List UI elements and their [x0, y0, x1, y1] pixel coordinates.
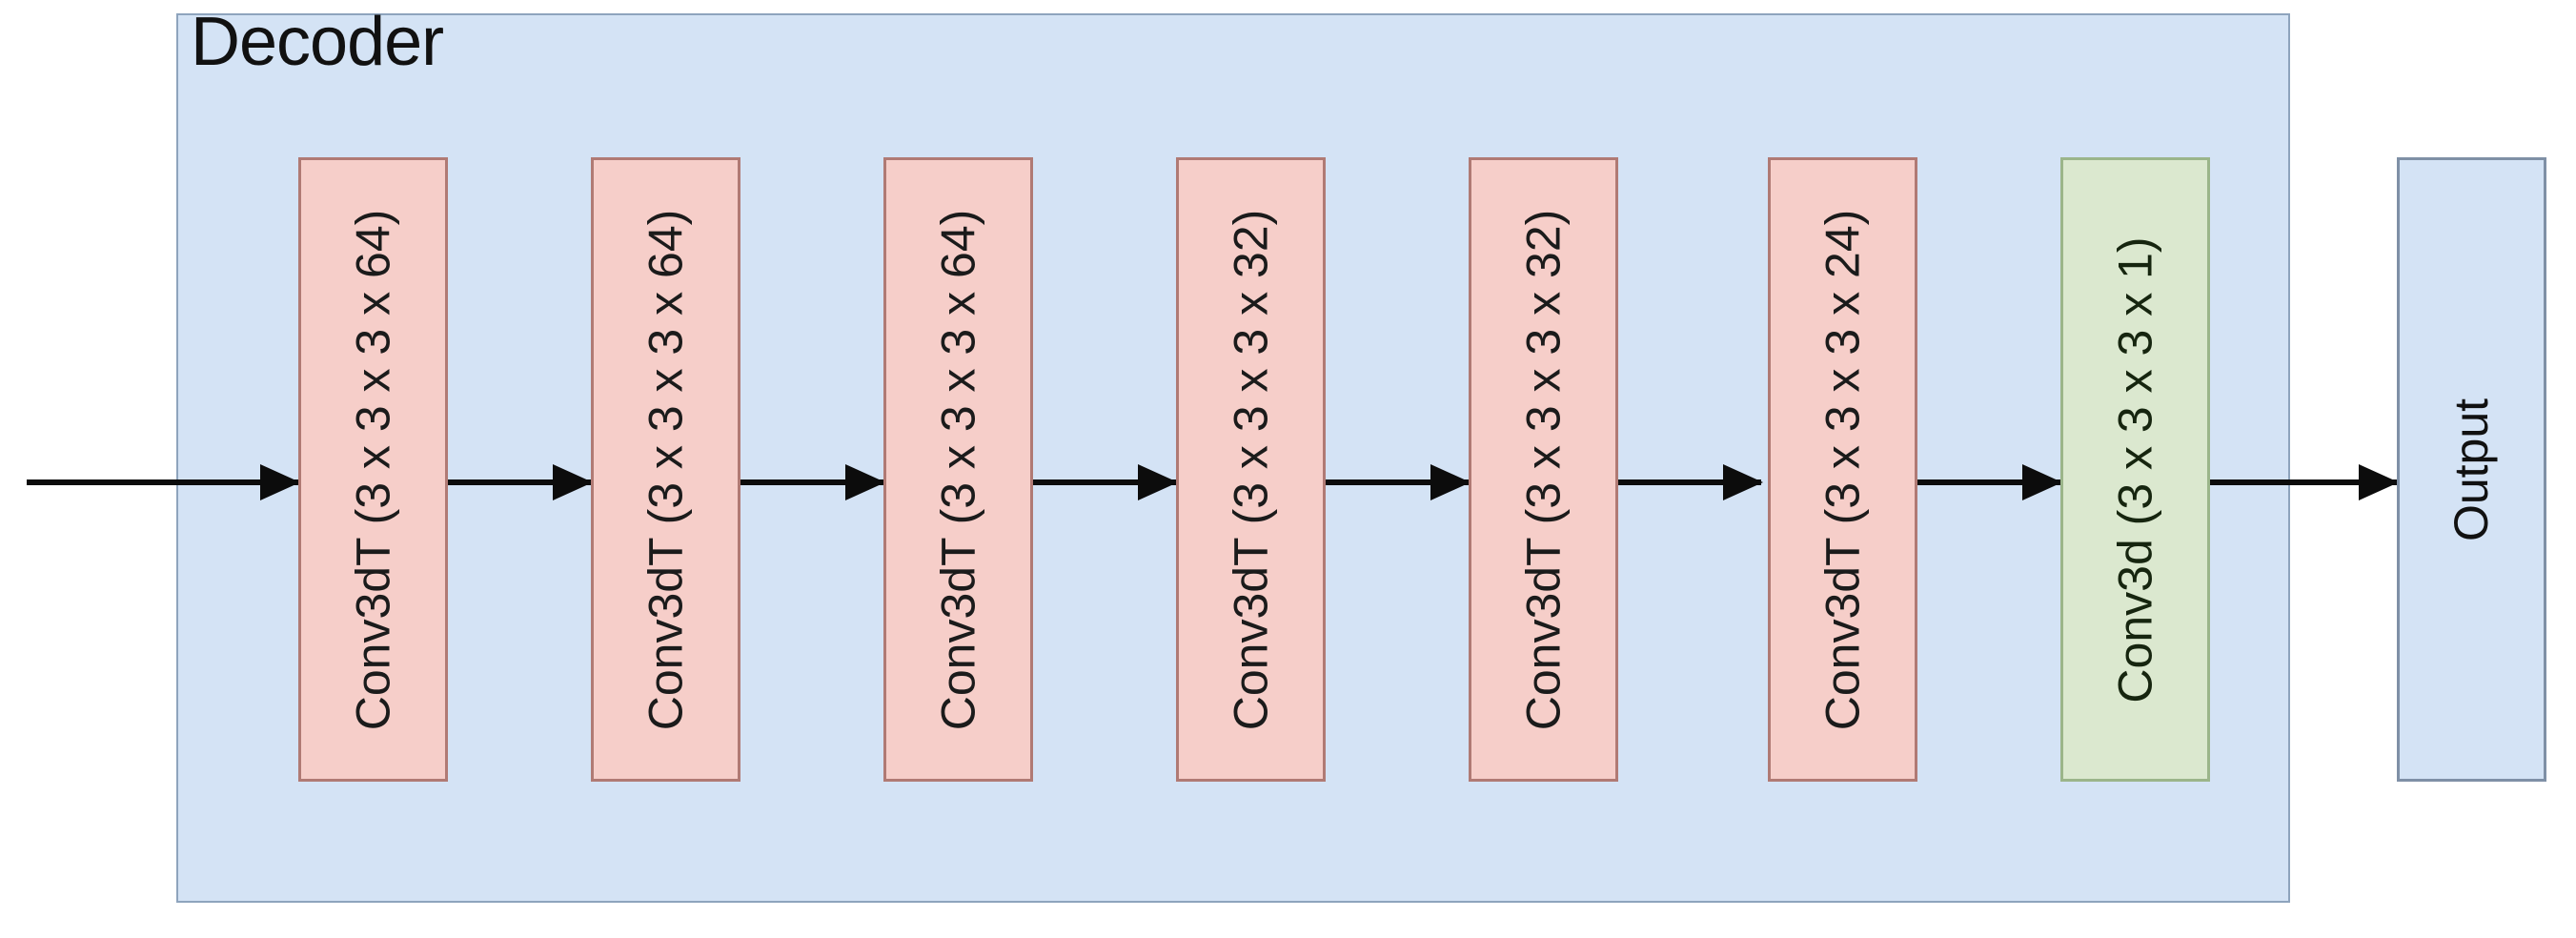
arrow-shaft: [1917, 479, 2060, 485]
layer-block-3[interactable]: Conv3dT (3 x 3 x 3 x 64): [883, 157, 1033, 782]
layer-label-7: Conv3d (3 x 3 x 3 x 1): [2108, 235, 2162, 704]
arrow-shaft: [448, 479, 591, 485]
arrow-shaft: [2210, 479, 2397, 485]
arrow-head-icon: [1138, 464, 1178, 500]
arrow-6-7: [1917, 464, 2062, 500]
layer-block-1[interactable]: Conv3dT (3 x 3 x 3 x 64): [298, 157, 448, 782]
layer-label-6: Conv3dT (3 x 3 x 3 x 24): [1815, 209, 1870, 730]
arrow-shaft: [1618, 479, 1761, 485]
layer-block-6[interactable]: Conv3dT (3 x 3 x 3 x 24): [1768, 157, 1917, 782]
output-label: Output: [2444, 398, 2499, 541]
arrow-head-icon: [1430, 464, 1471, 500]
layer-label-4: Conv3dT (3 x 3 x 3 x 32): [1224, 209, 1278, 730]
arrow-3-4: [1033, 464, 1178, 500]
layer-label-1: Conv3dT (3 x 3 x 3 x 64): [346, 209, 400, 730]
arrow-head-icon: [845, 464, 885, 500]
layer-block-2[interactable]: Conv3dT (3 x 3 x 3 x 64): [591, 157, 740, 782]
arrow-head-icon: [260, 464, 300, 500]
arrow-4-5: [1326, 464, 1471, 500]
arrow-2-3: [740, 464, 885, 500]
page-title: Decoder: [191, 4, 444, 80]
layer-label-3: Conv3dT (3 x 3 x 3 x 64): [931, 209, 985, 730]
arrow-5-6: [1618, 464, 1763, 500]
layer-block-7[interactable]: Conv3d (3 x 3 x 3 x 1): [2060, 157, 2210, 782]
layer-label-2: Conv3dT (3 x 3 x 3 x 64): [639, 209, 693, 730]
arrow-head-icon: [553, 464, 593, 500]
arrow-head-icon: [1723, 464, 1763, 500]
arrow-head-icon: [2022, 464, 2062, 500]
layer-block-5[interactable]: Conv3dT (3 x 3 x 3 x 32): [1469, 157, 1618, 782]
output-box[interactable]: Output: [2397, 157, 2546, 782]
arrow-head-icon: [2359, 464, 2399, 500]
layer-label-5: Conv3dT (3 x 3 x 3 x 32): [1516, 209, 1571, 730]
arrow-input: [27, 464, 300, 500]
arrow-shaft: [740, 479, 883, 485]
arrow-shaft: [27, 479, 298, 485]
arrow-shaft: [1326, 479, 1469, 485]
arrow-7-output: [2210, 464, 2399, 500]
layer-block-4[interactable]: Conv3dT (3 x 3 x 3 x 32): [1176, 157, 1326, 782]
arrow-shaft: [1033, 479, 1176, 485]
arrow-1-2: [448, 464, 593, 500]
